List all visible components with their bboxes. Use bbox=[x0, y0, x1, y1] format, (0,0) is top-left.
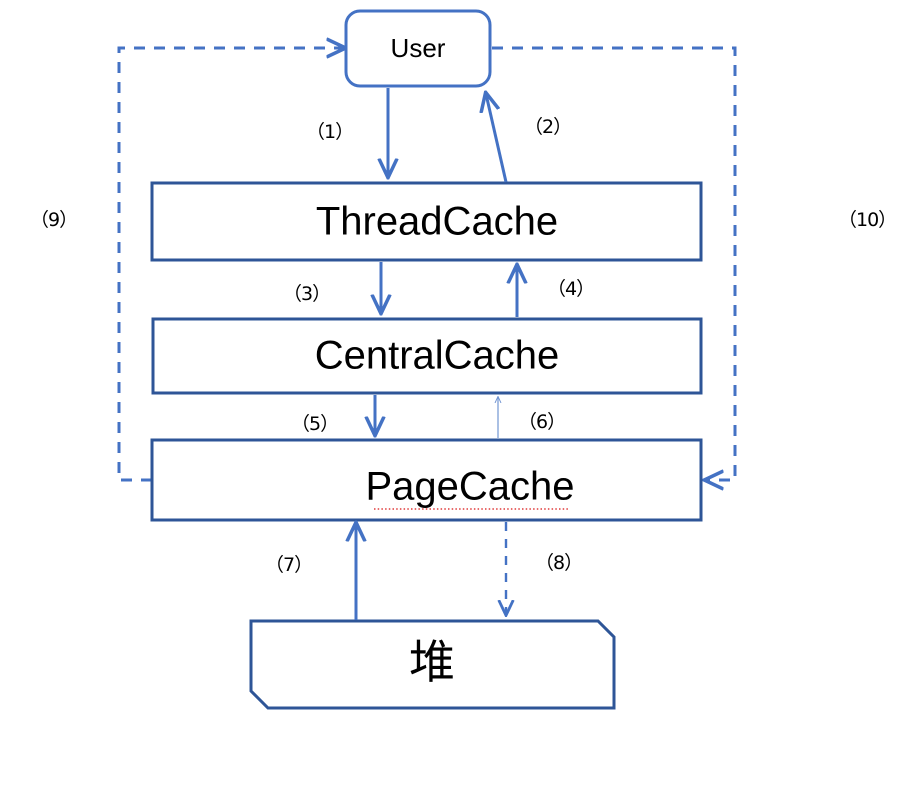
edge-label-4: （4） bbox=[547, 278, 595, 300]
edge-label-8: （8） bbox=[535, 552, 583, 574]
edge-label-6: （6） bbox=[518, 411, 566, 433]
node-thread-cache[interactable] bbox=[150, 181, 703, 262]
node-page-cache-label: PageCache bbox=[365, 465, 574, 509]
edge-label-5: （5） bbox=[291, 413, 339, 435]
node-user[interactable] bbox=[344, 9, 492, 88]
edge-label-7: （7） bbox=[265, 554, 313, 576]
edge-label-1: （1） bbox=[306, 121, 354, 143]
edge-label-10: （10） bbox=[838, 209, 897, 231]
edge-label-2: （2） bbox=[524, 116, 572, 138]
edge-label-3: （3） bbox=[283, 283, 331, 305]
node-heap[interactable] bbox=[249, 619, 616, 710]
node-central-cache[interactable] bbox=[151, 317, 703, 395]
edge-10-path bbox=[492, 46, 737, 480]
node-page-cache[interactable] bbox=[150, 438, 703, 522]
edge-label-9: （9） bbox=[30, 209, 78, 231]
edge-2-path bbox=[486, 94, 508, 183]
node-thread-cache-label: ThreadCache bbox=[316, 200, 558, 244]
node-user-label: User bbox=[391, 33, 446, 63]
edge-9-path bbox=[117, 48, 344, 482]
node-heap-label: 堆 bbox=[409, 636, 455, 688]
node-central-cache-label: CentralCache bbox=[315, 334, 560, 378]
